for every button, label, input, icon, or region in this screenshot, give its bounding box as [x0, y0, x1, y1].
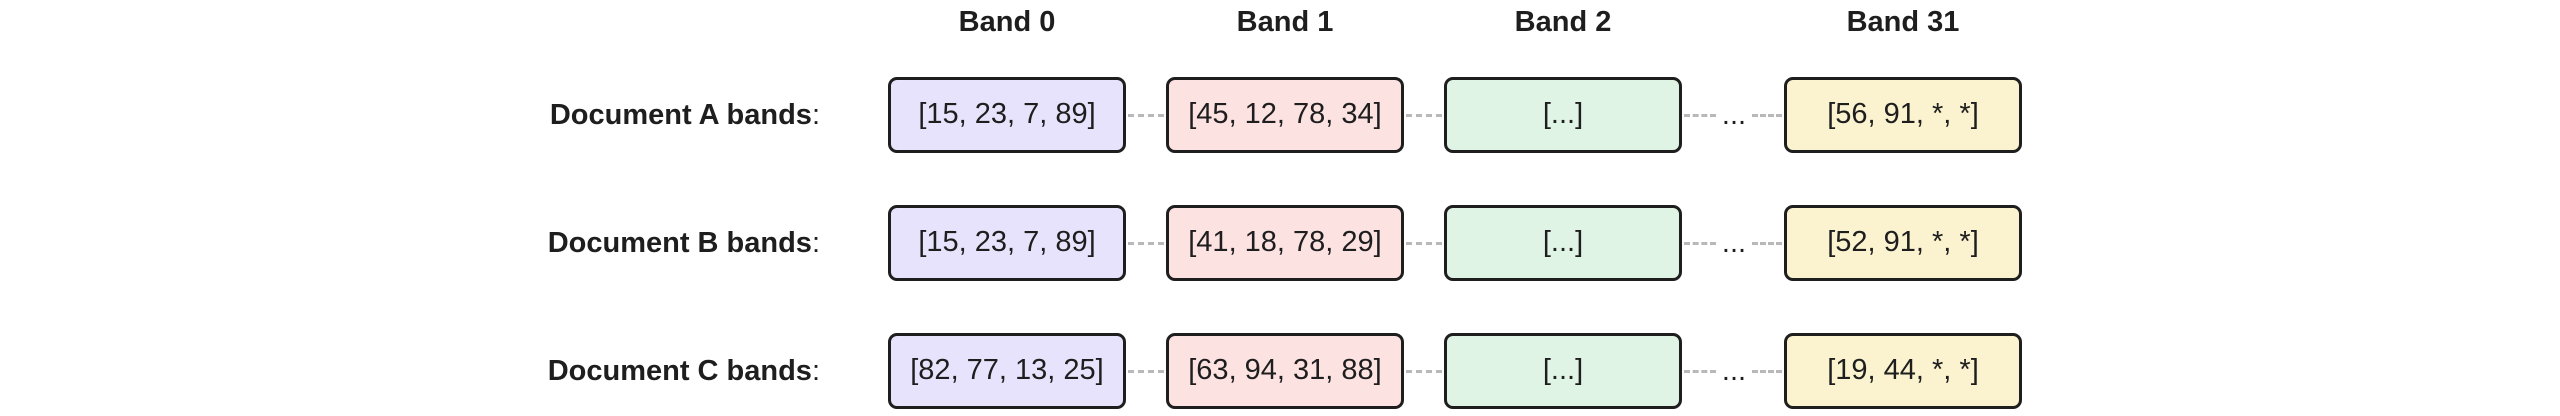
ellipsis-c: ... [1721, 355, 1747, 387]
band-box-b-31: [52, 91, *, *] [1784, 205, 2022, 281]
row-label-colon: : [811, 99, 820, 131]
connector-c-2 [1684, 370, 1716, 373]
row-label-text: Document C bands [547, 355, 812, 387]
connector-b-3 [1752, 242, 1782, 245]
band-box-c-1: [63, 94, 31, 88] [1166, 333, 1404, 409]
row-label-document-a: Document A bands: [300, 77, 820, 153]
column-header-band-31: Band 31 [1846, 6, 1960, 38]
connector-c-3 [1752, 370, 1782, 373]
connector-a-2 [1684, 114, 1716, 117]
band-box-a-1: [45, 12, 78, 34] [1166, 77, 1404, 153]
row-label-colon: : [811, 355, 820, 387]
connector-a-3 [1752, 114, 1782, 117]
connector-b-2 [1684, 242, 1716, 245]
band-box-a-31: [56, 91, *, *] [1784, 77, 2022, 153]
ellipsis-a: ... [1721, 99, 1747, 131]
column-header-band-1: Band 1 [1236, 6, 1334, 38]
row-label-text: Document B bands [547, 227, 812, 259]
band-box-a-0: [15, 23, 7, 89] [888, 77, 1126, 153]
band-box-c-0: [82, 77, 13, 25] [888, 333, 1126, 409]
connector-a-0 [1128, 114, 1164, 117]
band-box-b-1: [41, 18, 78, 29] [1166, 205, 1404, 281]
row-label-text: Document A bands [549, 99, 812, 131]
connector-b-0 [1128, 242, 1164, 245]
row-label-document-b: Document B bands: [300, 205, 820, 281]
band-box-c-2: [...] [1444, 333, 1682, 409]
column-header-band-2: Band 2 [1514, 6, 1612, 38]
band-box-b-0: [15, 23, 7, 89] [888, 205, 1126, 281]
band-box-b-2: [...] [1444, 205, 1682, 281]
connector-c-0 [1128, 370, 1164, 373]
column-header-band-0: Band 0 [958, 6, 1056, 38]
row-label-document-c: Document C bands: [300, 333, 820, 409]
connector-c-1 [1406, 370, 1442, 373]
ellipsis-b: ... [1721, 227, 1747, 259]
connector-b-1 [1406, 242, 1442, 245]
row-label-colon: : [811, 227, 820, 259]
connector-a-1 [1406, 114, 1442, 117]
band-box-c-31: [19, 44, *, *] [1784, 333, 2022, 409]
band-box-a-2: [...] [1444, 77, 1682, 153]
